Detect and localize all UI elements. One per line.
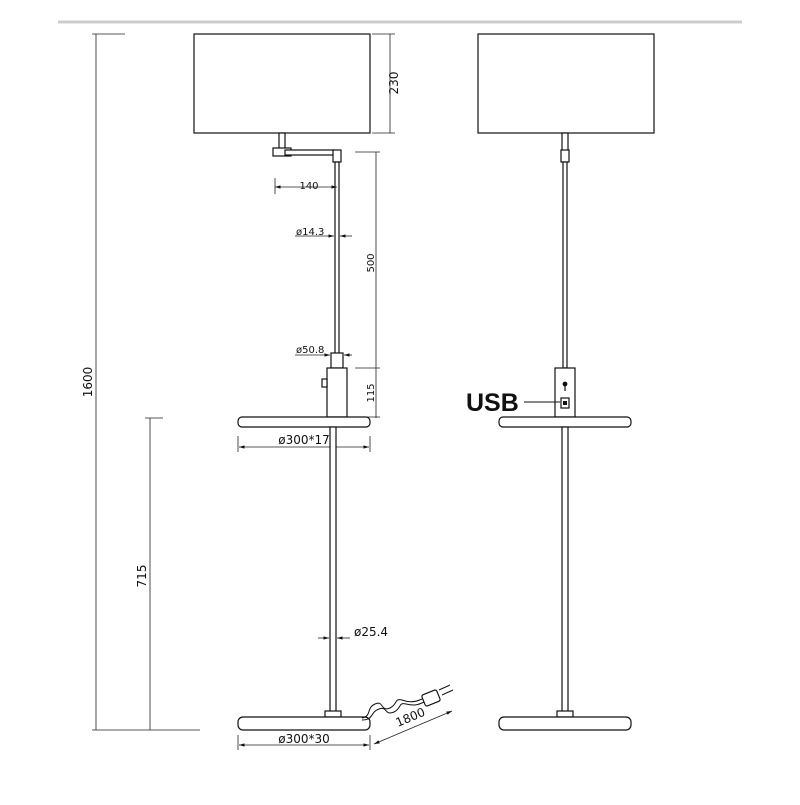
side-tray-front bbox=[498, 416, 632, 428]
power-cable bbox=[361, 684, 454, 721]
pole-label: ø25.4 bbox=[354, 625, 388, 639]
tray-label: ø300*17 bbox=[278, 433, 330, 447]
box-height-label: 115 bbox=[366, 383, 377, 402]
table-height-label: 715 bbox=[135, 565, 149, 588]
arm-joint-front bbox=[560, 149, 570, 163]
left-view: 230 140 ø14.3 500 ø50.8 115 bbox=[81, 33, 454, 750]
usb-port-slot bbox=[563, 401, 567, 405]
bulb-icon bbox=[562, 381, 568, 391]
cable-length-dimension bbox=[373, 710, 453, 745]
total-height-label: 1600 bbox=[81, 367, 95, 398]
main-pole-front bbox=[561, 426, 569, 717]
upper-stem-front bbox=[562, 161, 568, 369]
switch-box-front bbox=[554, 367, 576, 418]
base-plate-front bbox=[498, 716, 632, 731]
switch-knob bbox=[321, 378, 328, 388]
socket-label: ø50.8 bbox=[296, 345, 324, 356]
swing-arm bbox=[284, 149, 335, 156]
main-pole bbox=[329, 426, 337, 717]
upper-stem-height-label: 500 bbox=[366, 253, 377, 272]
upper-stem bbox=[334, 161, 340, 357]
arm-length-label: 140 bbox=[299, 181, 318, 192]
lamp-shade-front bbox=[477, 33, 655, 134]
base-collar-front bbox=[556, 710, 574, 718]
base-collar bbox=[324, 710, 342, 718]
arm-tube-label: ø14.3 bbox=[296, 227, 324, 238]
plug-icon bbox=[421, 689, 441, 707]
shade-height-label: 230 bbox=[387, 72, 401, 95]
usb-label: USB bbox=[466, 389, 519, 417]
base-plate bbox=[237, 716, 371, 731]
switch-box bbox=[326, 367, 348, 418]
lamp-shade bbox=[193, 33, 371, 134]
arm-elbow bbox=[332, 149, 342, 163]
base-label: ø300*30 bbox=[278, 732, 330, 746]
stem-socket bbox=[330, 352, 344, 369]
side-tray bbox=[237, 416, 371, 428]
right-view: USB bbox=[466, 33, 655, 731]
